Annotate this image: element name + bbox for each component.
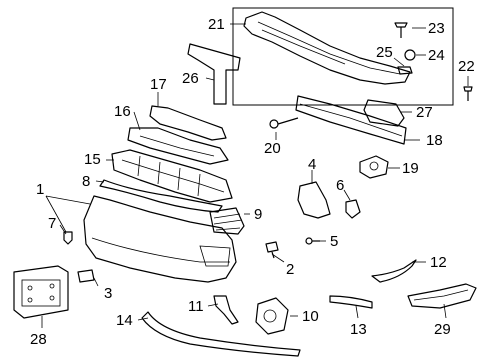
part-8-molding xyxy=(99,179,223,213)
part-17-bracket xyxy=(149,105,227,141)
label-27: 27 xyxy=(416,104,433,121)
label-9: 9 xyxy=(254,206,262,223)
label-28: 28 xyxy=(30,331,47,348)
label-5: 5 xyxy=(330,233,338,250)
part-6-clip xyxy=(345,199,361,219)
label-17: 17 xyxy=(150,76,167,93)
label-7: 7 xyxy=(48,215,56,232)
part-23-bolt xyxy=(394,22,408,38)
label-4: 4 xyxy=(308,156,316,173)
label-2: 2 xyxy=(286,261,294,278)
label-23: 23 xyxy=(428,20,445,37)
part-4-side-bracket xyxy=(297,181,331,219)
part-7-clip xyxy=(63,231,73,245)
part-11-bracket xyxy=(213,295,239,325)
label-22: 22 xyxy=(458,58,475,75)
label-14: 14 xyxy=(116,312,133,329)
label-24: 24 xyxy=(428,47,445,64)
part-13-trim-strip xyxy=(329,295,373,309)
label-1: 1 xyxy=(36,181,44,198)
label-21: 21 xyxy=(208,16,225,33)
part-14-lower-valance xyxy=(141,311,301,357)
part-28-license-bracket xyxy=(13,265,69,319)
part-10-fog-bezel xyxy=(255,297,289,335)
part-29-side-trim xyxy=(407,283,477,309)
part-20-bolt xyxy=(269,117,299,129)
part-19-sensor-bracket xyxy=(359,155,389,179)
part-12-trim-strip xyxy=(371,259,417,283)
part-16-absorber xyxy=(127,127,229,165)
label-25: 25 xyxy=(376,44,393,61)
label-8: 8 xyxy=(82,173,90,190)
part-2-bolt xyxy=(265,241,279,259)
part-27-absorber-block xyxy=(363,99,405,127)
part-26-bracket xyxy=(187,43,241,105)
label-26: 26 xyxy=(182,70,199,87)
part-15-energy-absorber xyxy=(111,149,233,203)
label-12: 12 xyxy=(430,254,447,271)
part-5-screw xyxy=(305,237,320,245)
label-3: 3 xyxy=(104,285,112,302)
part-3-clip xyxy=(77,269,95,283)
label-13: 13 xyxy=(350,321,367,338)
part-24-nut xyxy=(404,49,416,61)
leader-lines xyxy=(41,23,469,328)
label-19: 19 xyxy=(402,160,419,177)
group-box-21 xyxy=(232,7,454,106)
label-29: 29 xyxy=(434,321,451,338)
label-11: 11 xyxy=(188,298,204,315)
label-18: 18 xyxy=(426,132,443,149)
label-16: 16 xyxy=(114,103,131,120)
part-22-bolt xyxy=(463,86,473,101)
part-9-grille-insert xyxy=(209,207,245,235)
part-1-bumper-fascia xyxy=(83,195,237,283)
part-25-clip xyxy=(397,66,413,75)
part-18-reinforcement-bar xyxy=(295,95,407,145)
label-20: 20 xyxy=(264,140,281,157)
part-labels: 21 23 25 24 22 26 17 16 27 18 20 15 4 19… xyxy=(30,16,475,348)
label-6: 6 xyxy=(336,177,344,194)
label-10: 10 xyxy=(302,308,319,325)
label-15: 15 xyxy=(84,151,101,168)
part-21-upper-tie-bar xyxy=(243,11,411,85)
